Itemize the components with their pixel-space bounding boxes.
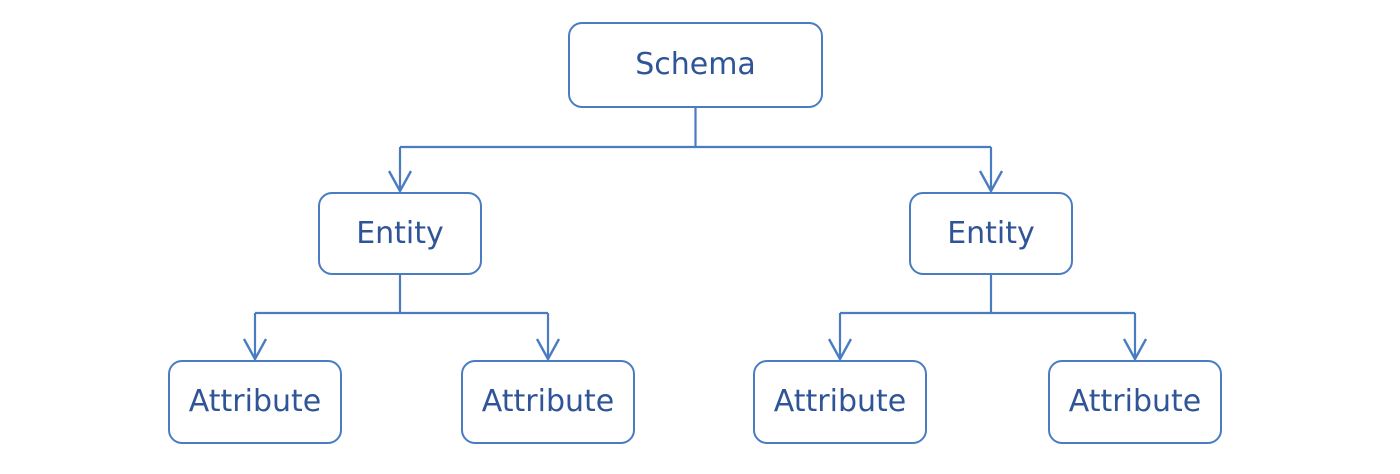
node-attribute-3-label: Attribute (773, 384, 907, 419)
arrowhead-attribute-2 (535, 338, 561, 362)
arrowhead-attribute-3 (827, 338, 853, 362)
node-attribute-1-label: Attribute (188, 384, 322, 419)
node-entity-2-label: Entity (947, 215, 1035, 251)
node-attribute-2: Attribute (461, 360, 635, 444)
arrowhead-entity-2 (978, 170, 1004, 194)
edge-group-entity2-to-attributes (827, 275, 1148, 362)
arrowhead-attribute-1 (242, 338, 268, 362)
edge-schema-trunk (398, 108, 993, 190)
edge-entity1-trunk (253, 275, 550, 358)
edge-entity2-trunk (838, 275, 1137, 358)
node-attribute-4: Attribute (1048, 360, 1222, 444)
node-schema: Schema (568, 22, 823, 108)
node-attribute-3: Attribute (753, 360, 927, 444)
edge-group-schema-to-entities (387, 108, 1004, 194)
node-entity-1: Entity (318, 192, 482, 275)
edge-group-entity1-to-attributes (242, 275, 561, 362)
node-attribute-2-label: Attribute (481, 384, 615, 419)
node-attribute-4-label: Attribute (1068, 384, 1202, 419)
arrowhead-entity-1 (387, 170, 413, 194)
node-entity-2: Entity (909, 192, 1073, 275)
node-entity-1-label: Entity (356, 215, 444, 251)
node-attribute-1: Attribute (168, 360, 342, 444)
arrowhead-attribute-4 (1122, 338, 1148, 362)
node-schema-label: Schema (635, 47, 756, 82)
